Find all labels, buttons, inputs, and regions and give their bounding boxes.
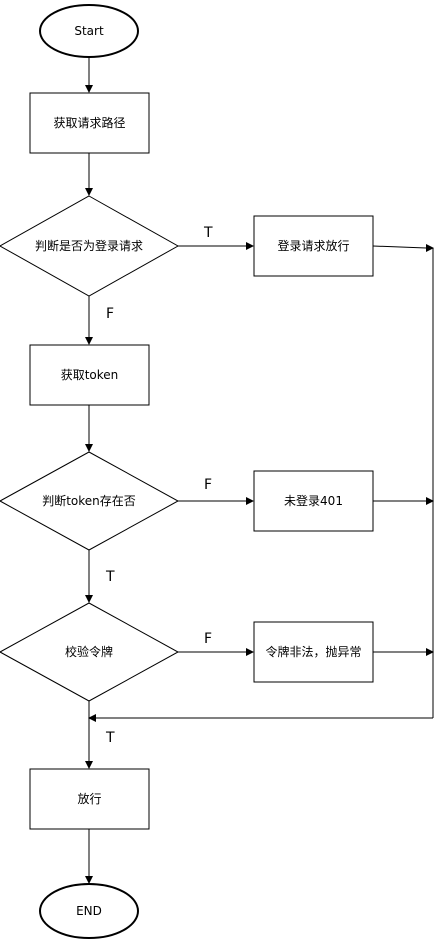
edge-label-token-true: T: [105, 569, 115, 585]
edge-label-login-false: F: [106, 306, 114, 322]
arrowhead-icon: [246, 648, 254, 656]
get-token-label: 获取token: [61, 368, 119, 382]
not-logged-label: 未登录401: [284, 493, 343, 508]
get-path-label: 获取请求路径: [53, 115, 125, 130]
edge-label-verify-false: F: [204, 631, 212, 647]
arrowhead-icon: [85, 595, 93, 603]
get-path-node: [29, 92, 150, 154]
get-token-node: [29, 344, 150, 406]
arrowhead-icon: [426, 497, 434, 505]
token-exists-label: 判断token存在否: [42, 493, 136, 508]
login-pass-label: 登录请求放行: [277, 238, 349, 253]
invalid-token-label: 令牌非法，抛异常: [265, 644, 361, 659]
start-label: Start: [74, 24, 104, 38]
edge-label-login-true: T: [203, 225, 213, 241]
arrowhead-icon: [426, 244, 434, 252]
arrowhead-icon: [85, 85, 93, 93]
arrowhead-icon: [85, 337, 93, 345]
pass-label: 放行: [77, 791, 101, 806]
arrowhead-icon: [85, 761, 93, 769]
invalid-token-node: [253, 621, 374, 683]
edge-label-token-false: F: [204, 477, 212, 493]
arrowhead-icon: [246, 242, 254, 250]
edge-label-verify-true: T: [105, 730, 115, 746]
arrowhead-icon: [85, 188, 93, 196]
arrowhead-icon: [85, 876, 93, 884]
arrowhead-icon: [88, 714, 96, 722]
arrowhead-icon: [246, 497, 254, 505]
is-login-label: 判断是否为登录请求: [35, 238, 143, 253]
pass-node: [29, 768, 150, 830]
edge-loginpass-bus: [372, 245, 427, 249]
verify-label: 校验令牌: [65, 644, 113, 659]
arrowhead-icon: [426, 648, 434, 656]
end-label: END: [76, 904, 102, 918]
arrowhead-icon: [85, 444, 93, 452]
